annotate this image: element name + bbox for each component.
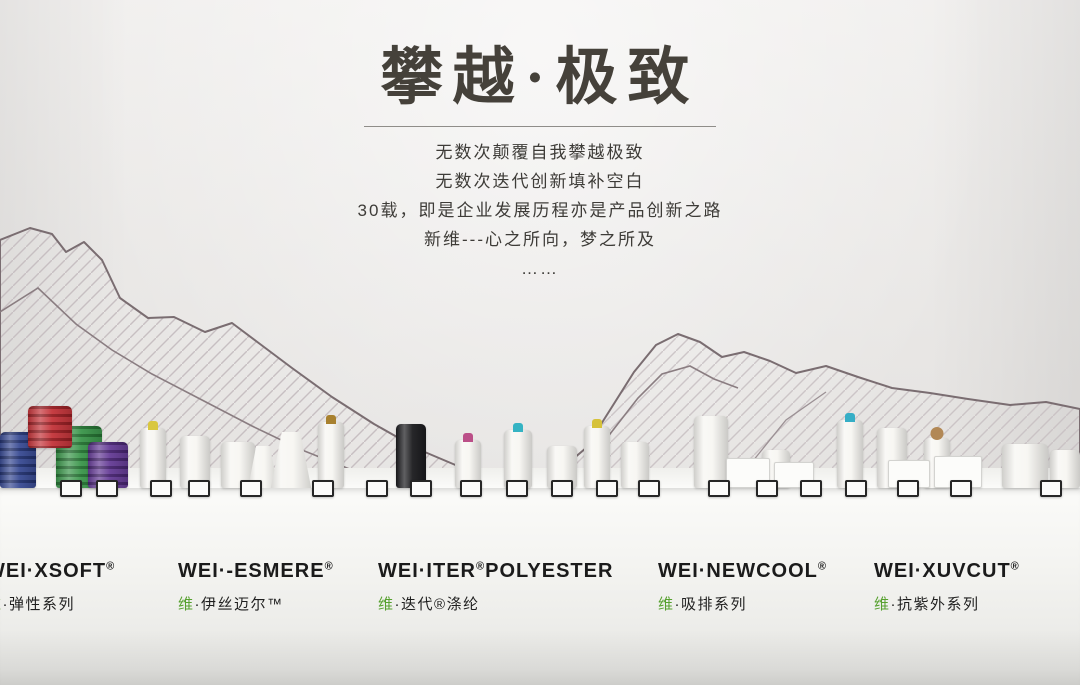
tall-white-spool	[694, 416, 728, 488]
intro-line: 无数次颠覆自我攀越极致	[435, 143, 645, 162]
spool-core-tip	[513, 423, 523, 432]
spool-label-card	[897, 480, 919, 497]
series-name-cn: 维·迭代®涤纶	[378, 596, 480, 613]
spool-label-card	[60, 480, 82, 497]
series-name-cn: 维·吸排系列	[658, 596, 748, 613]
spool-label-card	[188, 480, 210, 497]
intro-line: 新维---心之所向，梦之所及	[424, 230, 656, 249]
white-spool-yellow-tip	[584, 419, 610, 488]
intro-text: 无数次颠覆自我攀越极致 无数次迭代创新填补空白 30载，即是企业发展历程亦是产品…	[0, 138, 1080, 283]
spool-label-card	[551, 480, 573, 497]
white-spool-gold-tip	[318, 415, 344, 488]
intro-line: 无数次迭代创新填补空白	[435, 172, 645, 191]
spool-label-card	[410, 480, 432, 497]
spool-core-tip	[930, 427, 944, 440]
spool-label-card	[845, 480, 867, 497]
white-spool	[180, 436, 210, 488]
spool-label-card	[366, 480, 388, 497]
intro-line: 30载，即是企业发展历程亦是产品创新之路	[357, 201, 723, 220]
spool-core-tip	[845, 413, 855, 422]
title-divider-line	[364, 126, 716, 127]
spool-label-card	[950, 480, 972, 497]
spool-label-card	[708, 480, 730, 497]
spool-label-card	[638, 480, 660, 497]
white-spool-cyan-tip	[504, 423, 532, 488]
spool-core-tip	[148, 421, 158, 430]
brand-name: WEI·NEWCOOL®	[658, 560, 827, 582]
spool-label-card	[800, 480, 822, 497]
right-mountain-inner-ridge	[583, 365, 739, 471]
left-mountain	[0, 227, 473, 473]
series-name-cn: 维·伊丝迈尔™	[178, 596, 284, 613]
spool-label-card	[312, 480, 334, 497]
white-spool-yellow-tip	[140, 421, 166, 488]
black-yarn-spool	[396, 424, 426, 488]
spool-label-card	[1040, 480, 1062, 497]
white-spool	[621, 442, 649, 488]
series-name-cn: 维·抗紫外系列	[874, 596, 980, 613]
white-display-board	[934, 456, 982, 488]
product-label-wei-esmere: WEI·-ESMERE® 维·伊丝迈尔™	[178, 560, 498, 614]
spool-core-tip	[326, 415, 336, 424]
white-spool-cyan-tip	[837, 413, 863, 488]
right-mountain-faint-ridge	[743, 391, 827, 473]
spool-core-tip	[463, 433, 473, 442]
series-name-cn: 维·弹性系列	[0, 596, 76, 613]
brand-name: WEI·ITER®POLYESTER	[378, 560, 614, 582]
table-front-cloth	[0, 488, 1080, 685]
spool-label-card	[756, 480, 778, 497]
brand-name: WEI·-ESMERE®	[178, 560, 334, 582]
spool-label-card	[460, 480, 482, 497]
spool-label-card	[150, 480, 172, 497]
spool-label-card	[506, 480, 528, 497]
page-title: 攀越·极致	[380, 44, 700, 112]
spool-label-card	[96, 480, 118, 497]
product-label-wei-xsoft: WEI·XSOFT® 维·弹性系列	[0, 560, 306, 614]
red-yarn-spool	[28, 406, 72, 448]
product-label-wei-iter: WEI·ITER®POLYESTER 维·迭代®涤纶	[378, 560, 698, 614]
spool-label-card	[596, 480, 618, 497]
spool-label-card	[240, 480, 262, 497]
white-cone-large	[270, 432, 312, 488]
spool-core-tip	[592, 419, 602, 428]
brand-name: WEI·XSOFT®	[0, 560, 116, 582]
intro-ellipsis: ……	[521, 259, 559, 278]
product-label-wei-newcool: WEI·NEWCOOL® 维·吸排系列	[658, 560, 978, 614]
brand-name: WEI·XUVCUT®	[874, 560, 1020, 582]
product-label-wei-xuvcut: WEI·XUVCUT® 维·抗紫外系列	[874, 560, 1080, 614]
